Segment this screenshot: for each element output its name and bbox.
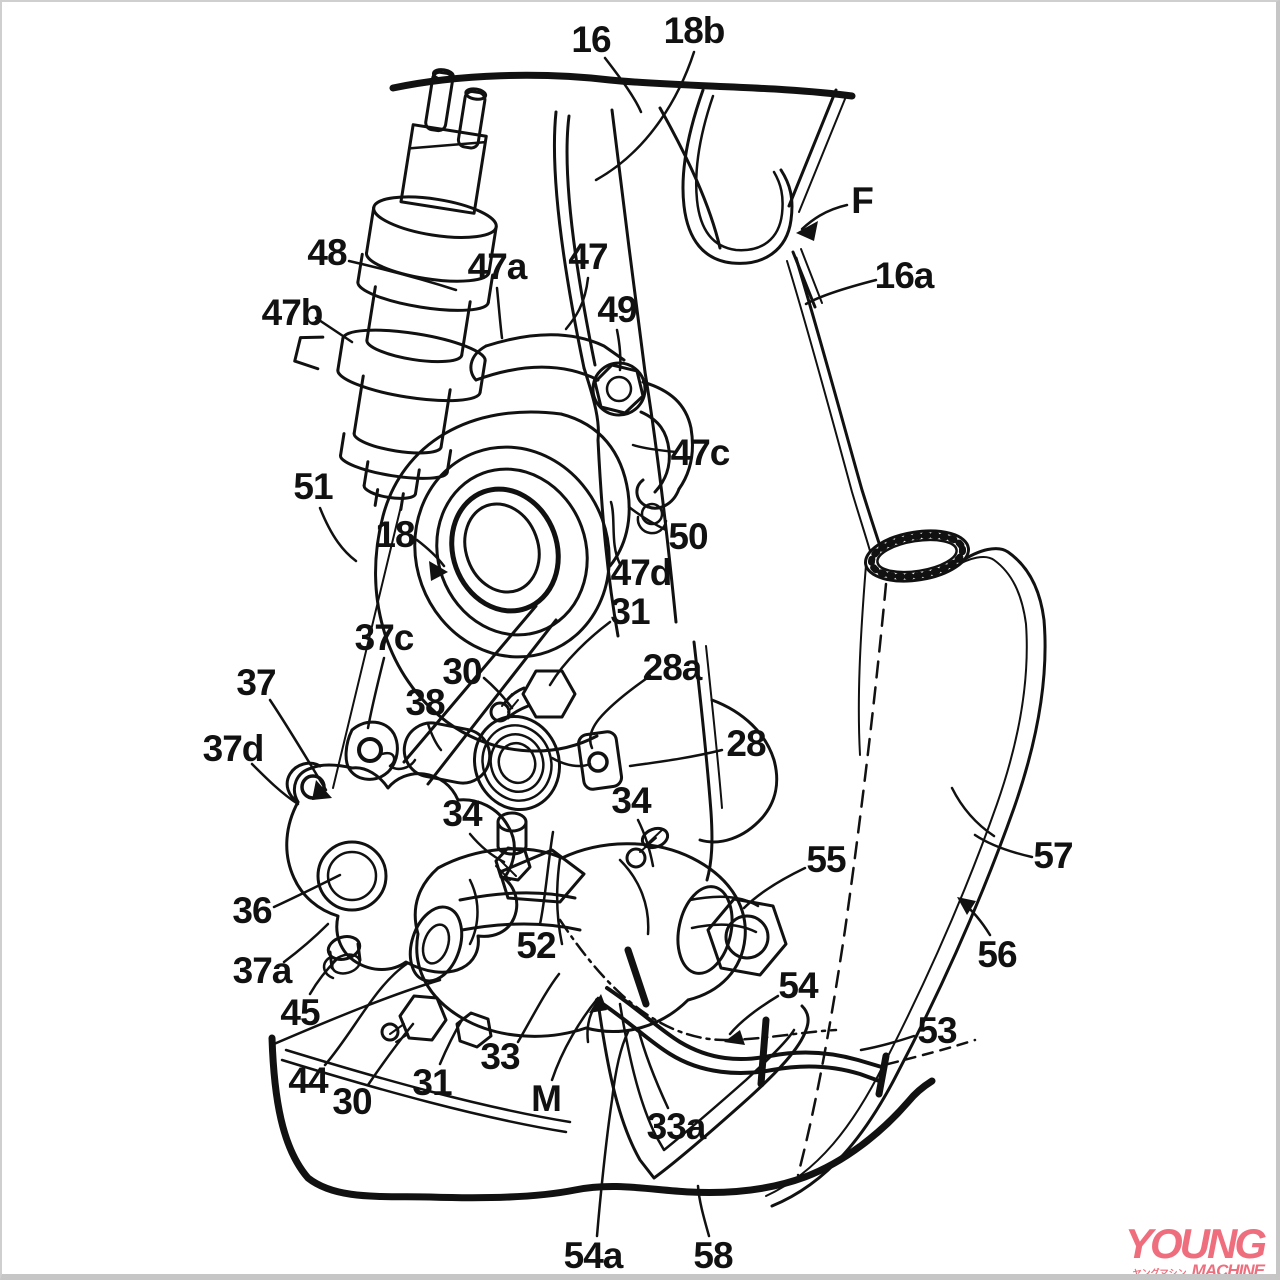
ref-label-47: 47 (568, 236, 607, 278)
ref-label-33a: 33a (647, 1106, 706, 1148)
ref-label-33: 33 (480, 1036, 519, 1078)
ref-label-50: 50 (668, 516, 707, 558)
ref-label-47c: 47c (671, 432, 730, 474)
ref-label-58: 58 (693, 1235, 732, 1277)
ref-label-18b: 18b (664, 10, 725, 52)
ref-label-47b: 47b (262, 292, 323, 334)
ref-label-44: 44 (288, 1060, 327, 1102)
watermark-japanese-text: ヤングマシン (1133, 1269, 1187, 1277)
watermark-machine-text: MACHINE (1192, 1263, 1264, 1278)
ref-label-36: 36 (232, 890, 271, 932)
young-machine-watermark: YOUNG ヤングマシン MACHINE (1125, 1225, 1264, 1278)
ref-label-30-top: 30 (442, 651, 481, 693)
ref-label-47d: 47d (611, 552, 672, 594)
ref-label-56: 56 (977, 934, 1016, 976)
ref-label-34-left: 34 (442, 793, 481, 835)
watermark-young-text: YOUNG (1125, 1225, 1264, 1263)
ref-label-47a: 47a (468, 246, 527, 288)
ref-label-18: 18 (375, 514, 414, 556)
ref-label-55: 55 (806, 839, 845, 881)
ref-label-F: F (851, 180, 873, 222)
ref-label-49: 49 (597, 289, 636, 331)
ref-label-30-bottom: 30 (332, 1081, 371, 1123)
bolts-30-31-bottom (382, 996, 491, 1047)
ref-label-54a: 54a (564, 1235, 623, 1277)
ref-label-53: 53 (917, 1010, 956, 1052)
ref-label-45: 45 (280, 992, 319, 1034)
ref-label-34-right: 34 (611, 780, 650, 822)
bolts-34 (496, 813, 670, 880)
ref-label-31-top: 31 (610, 591, 649, 633)
ref-label-28: 28 (726, 723, 765, 765)
ref-label-M: M (531, 1078, 561, 1120)
ref-label-54: 54 (778, 965, 817, 1007)
frame-tube-and-band (787, 90, 886, 1175)
ref-label-16a: 16a (875, 255, 934, 297)
ref-label-51: 51 (293, 466, 332, 508)
ref-label-57: 57 (1033, 835, 1072, 877)
ref-label-37c: 37c (355, 617, 414, 659)
pipe-cut-opening (862, 524, 972, 588)
ref-label-38: 38 (405, 682, 444, 724)
ref-label-31-bottom: 31 (412, 1062, 451, 1104)
ref-label-16: 16 (571, 19, 610, 61)
ref-label-48: 48 (307, 232, 346, 274)
ref-label-37d: 37d (203, 728, 264, 770)
ref-label-52: 52 (516, 925, 555, 967)
ref-label-37: 37 (236, 662, 275, 704)
ref-label-28a: 28a (643, 647, 702, 689)
nut-55 (670, 882, 786, 979)
pivot-band-33a (587, 1002, 808, 1178)
ref-label-37a: 37a (233, 950, 292, 992)
